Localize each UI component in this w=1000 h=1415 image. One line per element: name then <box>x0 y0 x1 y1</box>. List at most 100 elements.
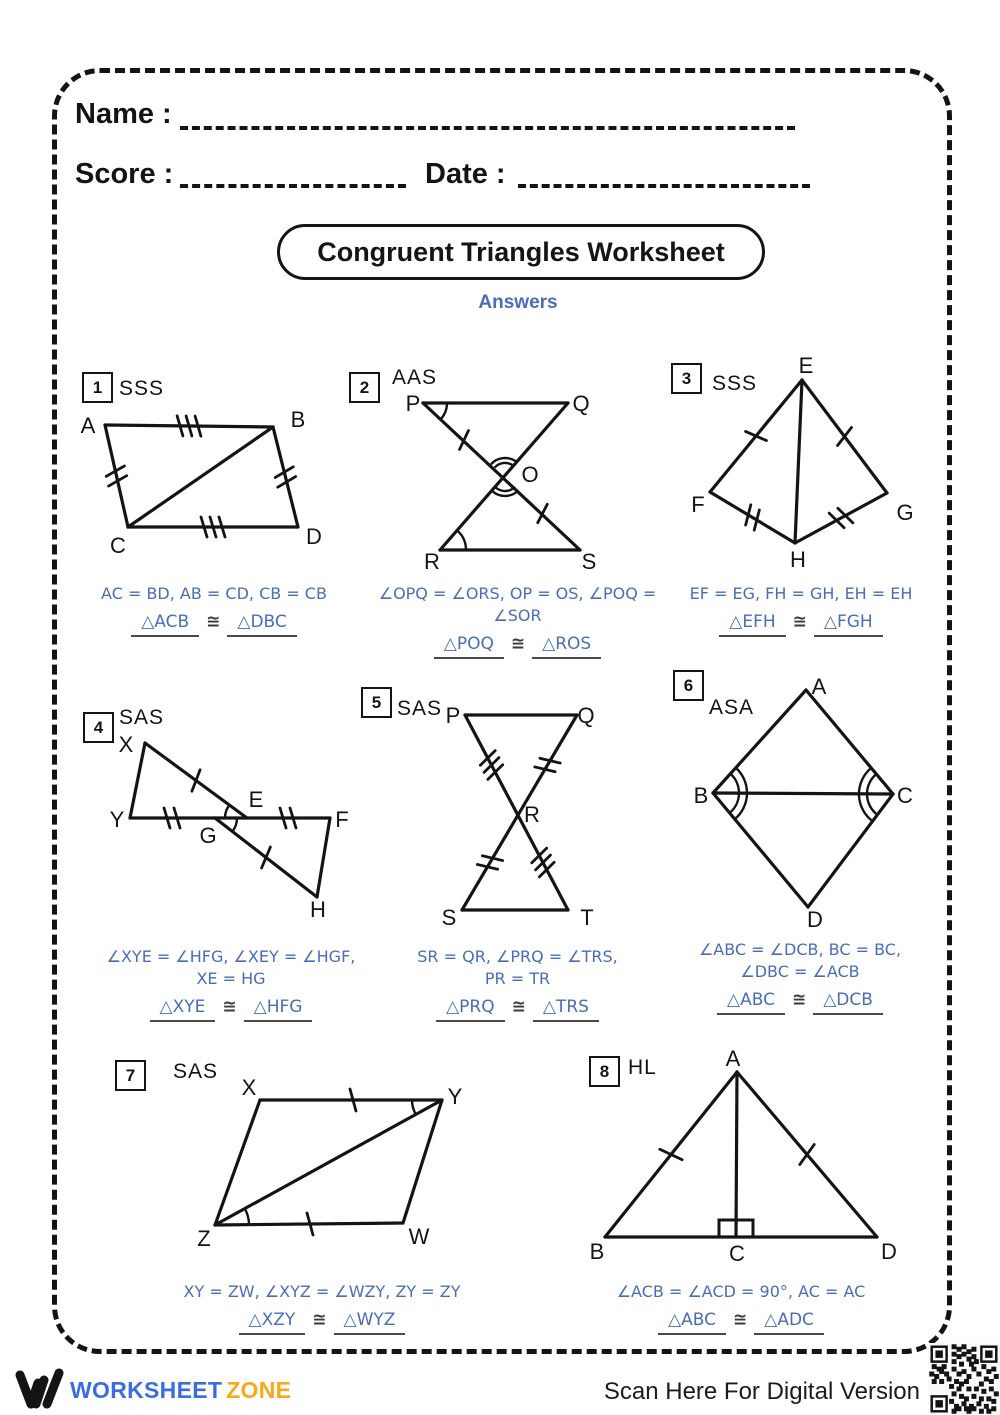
problem-7-number: 7 <box>115 1060 146 1091</box>
triangle-sides <box>708 378 889 545</box>
worksheetzone-logo-icon <box>15 1368 64 1409</box>
vertex-label: G <box>199 823 216 848</box>
congruent-symbol: ≅ <box>733 1310 748 1330</box>
congruence-right: △DCB <box>813 990 883 1015</box>
problem-6-diagram: A B C D <box>694 674 913 932</box>
congruence-statement: △ABC≅△DCB <box>665 990 935 1015</box>
problem-1-method: SSS <box>119 377 165 400</box>
tick-marks <box>744 426 855 532</box>
vertex-label: R <box>524 802 540 827</box>
scan-here-text: Scan Here For Digital Version <box>603 1378 920 1405</box>
congruent-symbol: ≅ <box>791 990 807 1010</box>
vertex-label: Q <box>577 703 594 728</box>
vertex-label: D <box>881 1239 897 1264</box>
congruent-symbol: ≅ <box>312 1310 327 1330</box>
congruence-right: △TRS <box>532 997 599 1022</box>
tick-marks <box>104 414 298 539</box>
vertex-label: Y <box>110 807 125 832</box>
congruent-symbol: ≅ <box>222 997 237 1017</box>
problem-1-answer: AC = BD, AB = CD, CB = CB △ACB ≅ △DBC <box>74 583 354 637</box>
tick-marks <box>475 749 562 879</box>
answer-line: SR = QR, ∠PRQ = ∠TRS, <box>417 947 618 966</box>
problem-2-number: 2 <box>349 372 380 403</box>
angle-arcs <box>243 1099 417 1226</box>
problem-6-answer: ∠ABC = ∠DCB, BC = BC, ∠DBC = ∠ACB △ABC≅△… <box>665 939 935 1015</box>
vertex-label: T <box>580 905 593 930</box>
answer-line: XY = ZW, ∠XYZ = ∠WZY, ZY = ZY <box>183 1282 461 1301</box>
triangle-sides <box>128 741 332 899</box>
vertex-label: P <box>406 391 421 416</box>
vertex-label: X <box>119 732 134 757</box>
answer-line: ∠DBC = ∠ACB <box>740 962 860 981</box>
congruence-statement: △EFH ≅ △FGH <box>666 612 936 637</box>
right-angle-marks <box>717 1218 755 1239</box>
congruence-statement: △XZY≅△WYZ <box>157 1310 487 1335</box>
vertex-label: S <box>582 549 597 574</box>
problem-4-method: SAS <box>119 706 165 729</box>
congruent-symbol: ≅ <box>206 612 221 632</box>
answer-line: ∠ABC = ∠DCB, BC = BC, <box>698 940 902 959</box>
congruence-right: △FGH <box>813 612 883 637</box>
vertex-label: G <box>896 500 913 525</box>
problem-8-method: HL <box>628 1056 657 1079</box>
congruence-statement: △POQ≅△ROS <box>360 634 675 659</box>
logo-word-worksheet: WORKSHEET <box>70 1377 223 1403</box>
vertex-label: C <box>729 1241 745 1266</box>
problem-1-number: 1 <box>82 372 113 403</box>
vertex-label: A <box>726 1046 741 1071</box>
congruence-right: △WYZ <box>333 1310 406 1335</box>
vertex-label: F <box>335 807 348 832</box>
problem-8-number: 8 <box>589 1056 620 1087</box>
answer-line: ∠OPQ = ∠ORS, OP = OS, ∠POQ = ∠SOR <box>378 584 657 625</box>
congruence-statement: △ACB ≅ △DBC <box>74 612 354 637</box>
problem-6-method: ASA <box>709 696 755 719</box>
problem-4-number: 4 <box>83 712 114 743</box>
congruent-symbol: ≅ <box>792 612 807 632</box>
vertex-label: E <box>799 353 814 378</box>
vertex-label: R <box>424 549 440 574</box>
worksheet-title: Congruent Triangles Worksheet <box>277 224 765 280</box>
problem-6-number: 6 <box>673 670 704 701</box>
congruence-left: △ACB <box>131 612 200 637</box>
answer-line: XE = HG <box>196 969 266 988</box>
congruence-right: △ADC <box>754 1310 824 1335</box>
vertex-label: S <box>442 905 457 930</box>
problem-7-answer: XY = ZW, ∠XYZ = ∠WZY, ZY = ZY △XZY≅△WYZ <box>157 1281 487 1335</box>
angle-arcs <box>223 804 239 833</box>
qr-code <box>928 1343 1000 1415</box>
answer-line: ∠ACB = ∠ACD = 90°, AC = AC <box>616 1282 866 1301</box>
congruence-left: △EFH <box>719 612 786 637</box>
congruence-right: △DBC <box>227 612 297 637</box>
problem-8-diagram: A B C D <box>590 1046 897 1266</box>
congruence-left: △POQ <box>433 634 504 659</box>
problem-3-answer: EF = EG, FH = GH, EH = EH △EFH≅△FGH <box>666 583 936 637</box>
problem-2-answer: ∠OPQ = ∠ORS, OP = OS, ∠POQ = ∠SOR △POQ≅△… <box>360 583 675 659</box>
date-fill-line <box>518 184 810 188</box>
problem-3-diagram: E F G H <box>691 353 913 572</box>
problem-5-diagram: P Q R S T <box>442 703 595 930</box>
tick-marks <box>458 429 549 525</box>
problem-7-diagram: X Y Z W <box>197 1075 462 1251</box>
problem-2-diagram: P Q O R S <box>406 391 597 574</box>
answer-line: AC = BD, AB = CD, CB = CB <box>101 584 327 603</box>
score-label: Score : <box>75 158 174 190</box>
vertex-label: F <box>691 492 704 517</box>
vertex-label: A <box>812 674 827 699</box>
tick-marks <box>162 768 298 870</box>
name-label: Name : <box>75 98 172 130</box>
problem-4-answer: ∠XYE = ∠HFG, ∠XEY = ∠HGF, XE = HG △XYE≅△… <box>86 946 376 1022</box>
congruent-symbol: ≅ <box>511 997 526 1017</box>
angle-arcs <box>728 766 879 823</box>
congruence-statement: △PRQ≅△TRS <box>390 997 645 1022</box>
worksheet-title-text: Congruent Triangles Worksheet <box>317 236 725 267</box>
problem-7-method: SAS <box>173 1060 219 1083</box>
logo-word-zone: ZONE <box>226 1377 292 1403</box>
vertex-label: C <box>897 783 913 808</box>
tick-marks <box>658 1143 816 1166</box>
vertex-label: C <box>110 533 126 558</box>
congruence-left: △XYE <box>149 997 216 1022</box>
triangle-sides <box>103 423 300 529</box>
triangle-sides <box>421 401 582 552</box>
